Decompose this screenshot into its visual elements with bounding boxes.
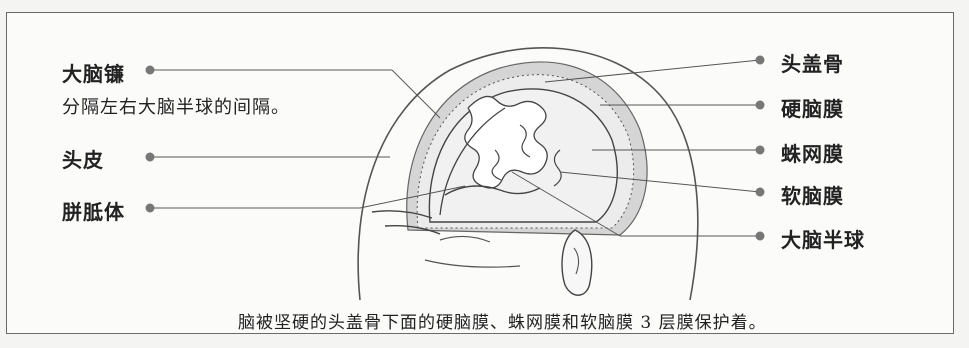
brow-lines: [371, 210, 441, 235]
label-arachnoid: 蛛网膜: [781, 142, 844, 166]
label-corpus-callosum: 胼胝体: [62, 200, 125, 224]
label-falx: 大脑镰: [62, 62, 125, 86]
label-skull: 头盖骨: [781, 52, 844, 76]
label-falx-description: 分隔左右大脑半球的间隔。: [62, 97, 290, 118]
falx-line: [439, 107, 506, 216]
label-scalp: 头皮: [62, 148, 104, 172]
head-outline: [357, 47, 699, 301]
eye-area: [424, 235, 521, 268]
label-hemisphere: 大脑半球: [781, 228, 865, 252]
label-pia: 软脑膜: [781, 184, 844, 208]
label-dots: [145, 55, 765, 241]
ear: [561, 229, 593, 296]
label-dura: 硬脑膜: [781, 97, 844, 121]
corpus-callosum-shape: [444, 185, 541, 196]
leader-lines: [150, 59, 761, 237]
cortex-folds: [464, 95, 548, 189]
figure-caption: 脑被坚硬的头盖骨下面的硬脑膜、蛛网膜和软脑膜 3 层膜保护着。: [238, 313, 767, 333]
